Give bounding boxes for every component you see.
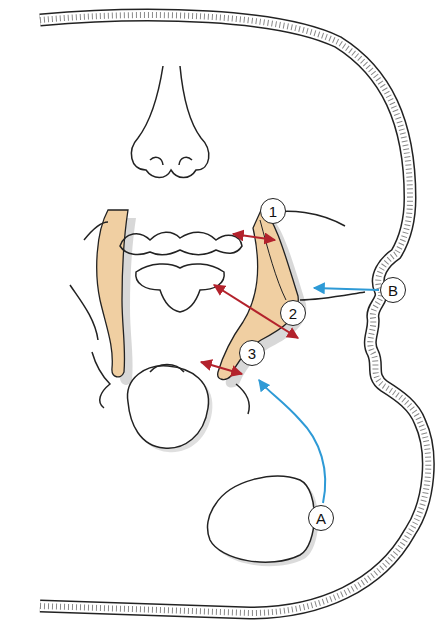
callout-label: 3 — [248, 346, 256, 361]
callout-circle: 1 — [260, 198, 286, 224]
facial-bones — [70, 211, 365, 414]
callout-label: A — [316, 511, 326, 526]
vertebra — [128, 365, 213, 453]
callout-label: 2 — [289, 306, 297, 321]
callout-label: 1 — [269, 204, 277, 219]
callout-circle: B — [380, 277, 406, 303]
callout-circle: 3 — [239, 340, 265, 366]
mass-region — [208, 476, 319, 566]
callout-label: B — [388, 283, 398, 298]
approach-arrows — [259, 288, 379, 503]
zygomatic-bones — [97, 208, 307, 387]
callout-circle: 2 — [280, 300, 306, 326]
skull-outline — [40, 15, 428, 613]
nose — [131, 66, 208, 178]
callout-circle: A — [308, 505, 334, 531]
